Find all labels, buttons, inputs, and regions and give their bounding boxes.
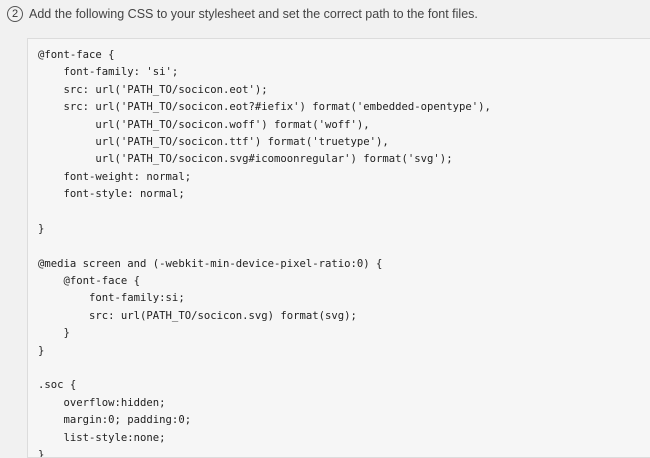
code-line: src: url(PATH_TO/socicon.svg) format(svg… [38,309,357,322]
step-instruction: Add the following CSS to your stylesheet… [29,7,478,21]
code-line: } [38,448,45,458]
code-line: .soc { [38,379,77,392]
code-line: font-family: 'si'; [38,66,179,79]
step-header: 2 Add the following CSS to your styleshe… [7,6,478,22]
code-line: overflow:hidden; [38,396,166,409]
code-line: } [38,344,45,357]
code-line: @font-face { [38,275,141,288]
code-line: } [38,327,70,340]
code-line: margin:0; padding:0; [38,414,192,427]
code-line: @font-face { [38,49,115,61]
step-number-badge: 2 [7,6,23,22]
code-line: font-weight: normal; [38,170,192,183]
code-line: url('PATH_TO/socicon.ttf') format('truet… [38,135,389,148]
code-line: src: url('PATH_TO/socicon.eot?#iefix') f… [38,101,491,114]
code-line: src: url('PATH_TO/socicon.eot'); [38,83,268,96]
code-block: @font-face { font-family: 'si'; src: url… [27,38,650,458]
code-line: font-family:si; [38,292,185,305]
code-line: url('PATH_TO/socicon.svg#icomoonregular'… [38,153,453,166]
code-line: font-style: normal; [38,188,185,201]
code-line [38,204,491,221]
code-line [38,238,491,255]
code-line: list-style:none; [38,431,166,444]
code-line [38,360,491,377]
code-line: } [38,222,45,235]
code-content: @font-face { font-family: 'si'; src: url… [38,47,491,458]
code-line: url('PATH_TO/socicon.woff') format('woff… [38,118,370,131]
code-line: @media screen and (-webkit-min-device-pi… [38,257,383,270]
